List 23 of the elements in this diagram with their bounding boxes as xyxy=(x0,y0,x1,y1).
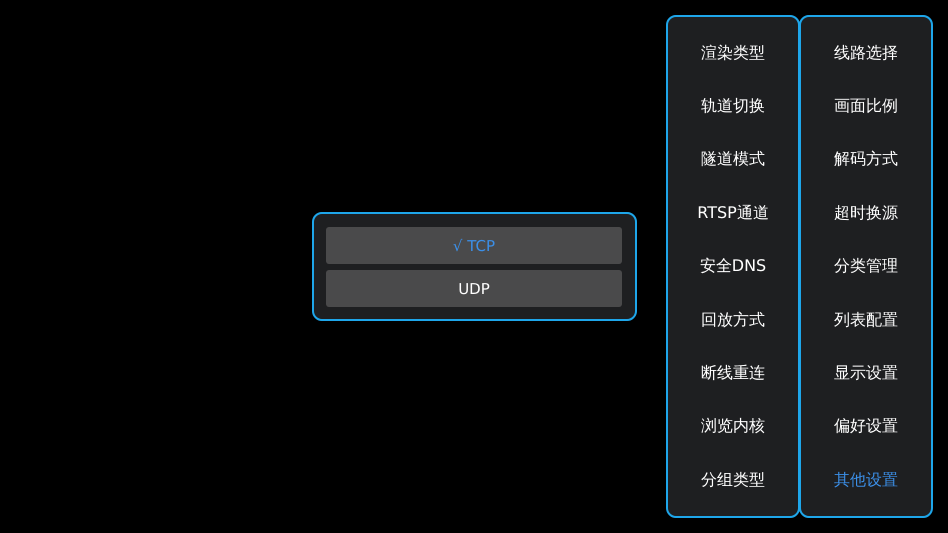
menu-item: 画面比例 xyxy=(801,81,931,132)
menu-column xyxy=(666,15,800,518)
menu-column xyxy=(799,15,933,518)
menu-item: 显示设置 xyxy=(801,348,931,398)
option-button: √ TCP xyxy=(326,227,622,264)
menu-item: 安全DNS xyxy=(668,242,798,292)
menu-item: 解码方式 xyxy=(801,134,931,185)
option-popup xyxy=(312,212,637,321)
menu-item: 轨道切换 xyxy=(668,81,798,132)
menu-item: 线路选择 xyxy=(801,28,931,78)
menu-item: 列表配置 xyxy=(801,295,931,345)
menu-item: 偏好设置 xyxy=(801,402,931,452)
menu-item: RTSP通道 xyxy=(668,188,798,238)
menu-item: 回放方式 xyxy=(668,295,798,345)
menu-item: 浏览内核 xyxy=(668,402,798,452)
option-button: UDP xyxy=(326,270,622,307)
menu-item: 其他设置 xyxy=(801,455,931,506)
menu-item: 分组类型 xyxy=(668,455,798,506)
menu-item: 断线重连 xyxy=(668,348,798,398)
menu-item: 分类管理 xyxy=(801,242,931,292)
menu-item: 渲染类型 xyxy=(668,28,798,78)
menu-item: 超时换源 xyxy=(801,188,931,238)
menu-item: 隧道模式 xyxy=(668,134,798,185)
